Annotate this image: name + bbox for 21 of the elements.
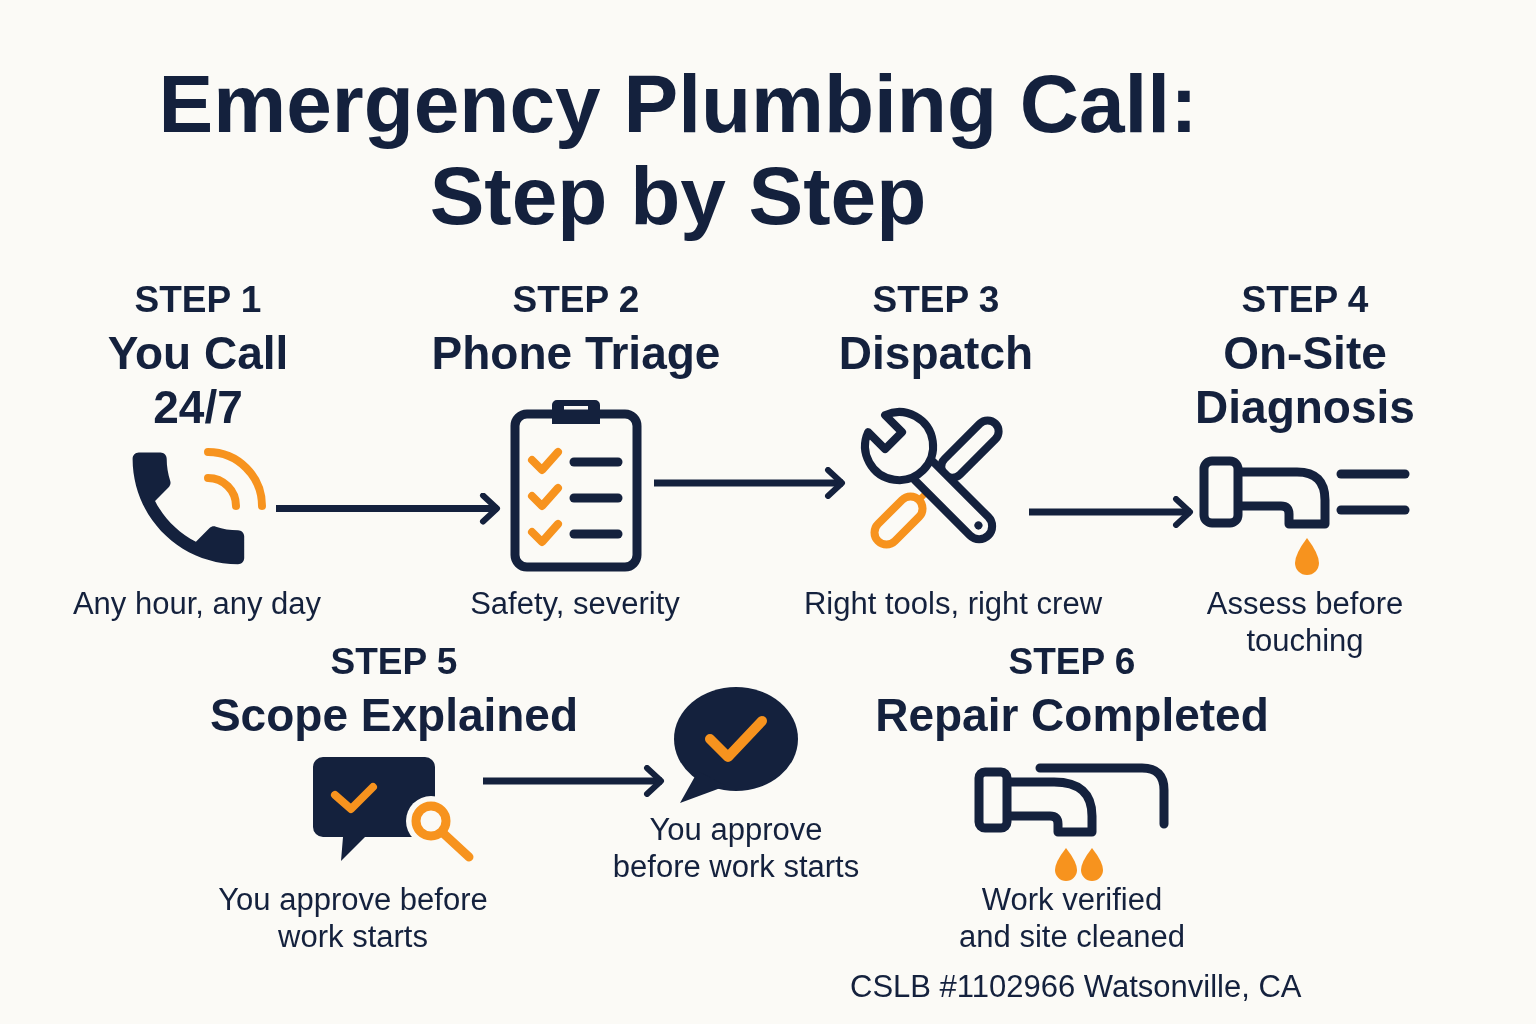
- footer-note: CSLB #1102966 Watsonville, CA: [850, 968, 1302, 1005]
- step-title: Phone Triage: [431, 326, 721, 380]
- step-title: You Call 24/7: [106, 326, 290, 434]
- step-number: STEP 1: [134, 278, 262, 322]
- step-title: On-Site Diagnosis: [1194, 326, 1416, 434]
- step-title: Scope Explained: [209, 688, 579, 742]
- step-number: STEP 5: [330, 640, 458, 684]
- step-number: STEP 4: [1241, 278, 1369, 322]
- step-title: Repair Completed: [875, 688, 1269, 742]
- step-title: Dispatch: [838, 326, 1034, 380]
- step-caption: You approve before work starts: [217, 881, 489, 955]
- step-caption: Assess before touching: [1205, 585, 1405, 659]
- step-number: STEP 6: [1008, 640, 1136, 684]
- title: Emergency Plumbing Call: Step by Step: [157, 58, 1199, 242]
- step-caption: You approve before work starts: [611, 811, 861, 885]
- step-number: STEP 3: [872, 278, 1000, 322]
- step-caption: Any hour, any day: [72, 585, 322, 622]
- step-caption: Safety, severity: [470, 585, 680, 622]
- step-caption: Work verified and site cleaned: [958, 881, 1186, 955]
- step-caption: Right tools, right crew: [803, 585, 1103, 622]
- step-number: STEP 2: [512, 278, 640, 322]
